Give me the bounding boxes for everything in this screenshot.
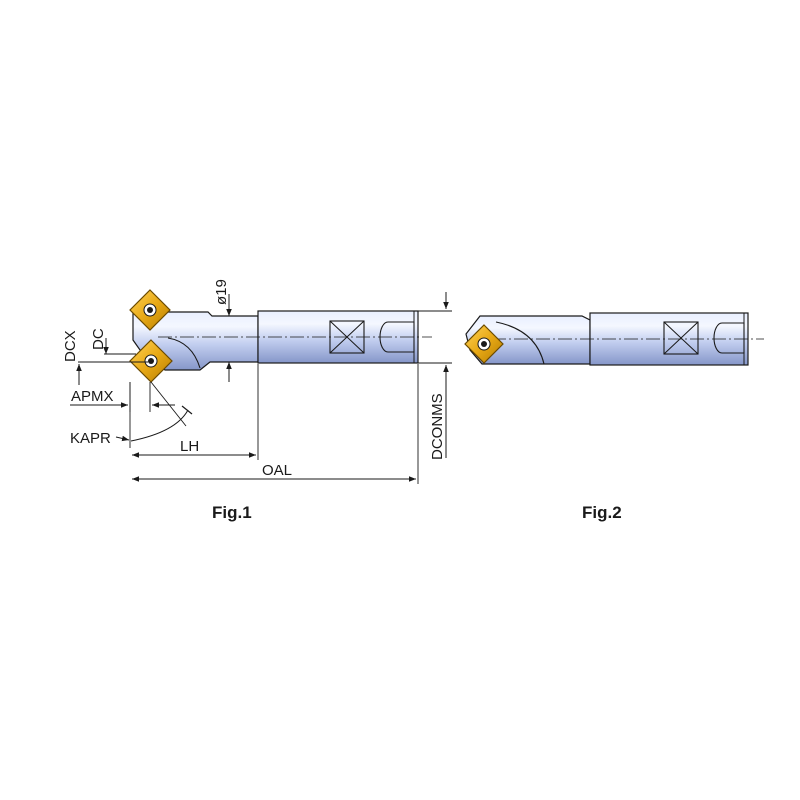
fig1-apmx-label: APMX [71,388,114,405]
fig1-dcx-label: DCX [62,330,79,362]
fig1-oal-label: OAL [262,462,292,479]
fig1-lower-insert [129,339,173,383]
fig1-kapr-arc [130,409,189,442]
fig1-drawing: ø19 DCX DC APMX KAPR LH OAL [62,279,452,522]
fig2-tool-head [465,315,591,365]
fig2-clamp-flat [663,321,699,355]
fig1-dconms-label: DCONMS [429,393,446,460]
fig1-lh-label: LH [180,438,199,455]
fig1-chip-flute [167,337,201,369]
fig1-upper-insert [129,289,171,331]
fig1-kapr-leader [115,435,130,442]
fig2-drawing: Fig.2 [464,312,764,522]
fig1-dc-label: DC [90,328,107,350]
fig1-dia-label: ø19 [213,279,230,305]
fig1-kapr-label: KAPR [70,430,111,447]
fig1-coolant-slot [379,321,415,353]
fig1-caption: Fig.1 [212,503,252,522]
fig2-insert [464,324,504,364]
fig2-chip-flute [495,321,545,365]
fig2-caption: Fig.2 [582,503,622,522]
fig2-coolant-slot [713,322,745,354]
